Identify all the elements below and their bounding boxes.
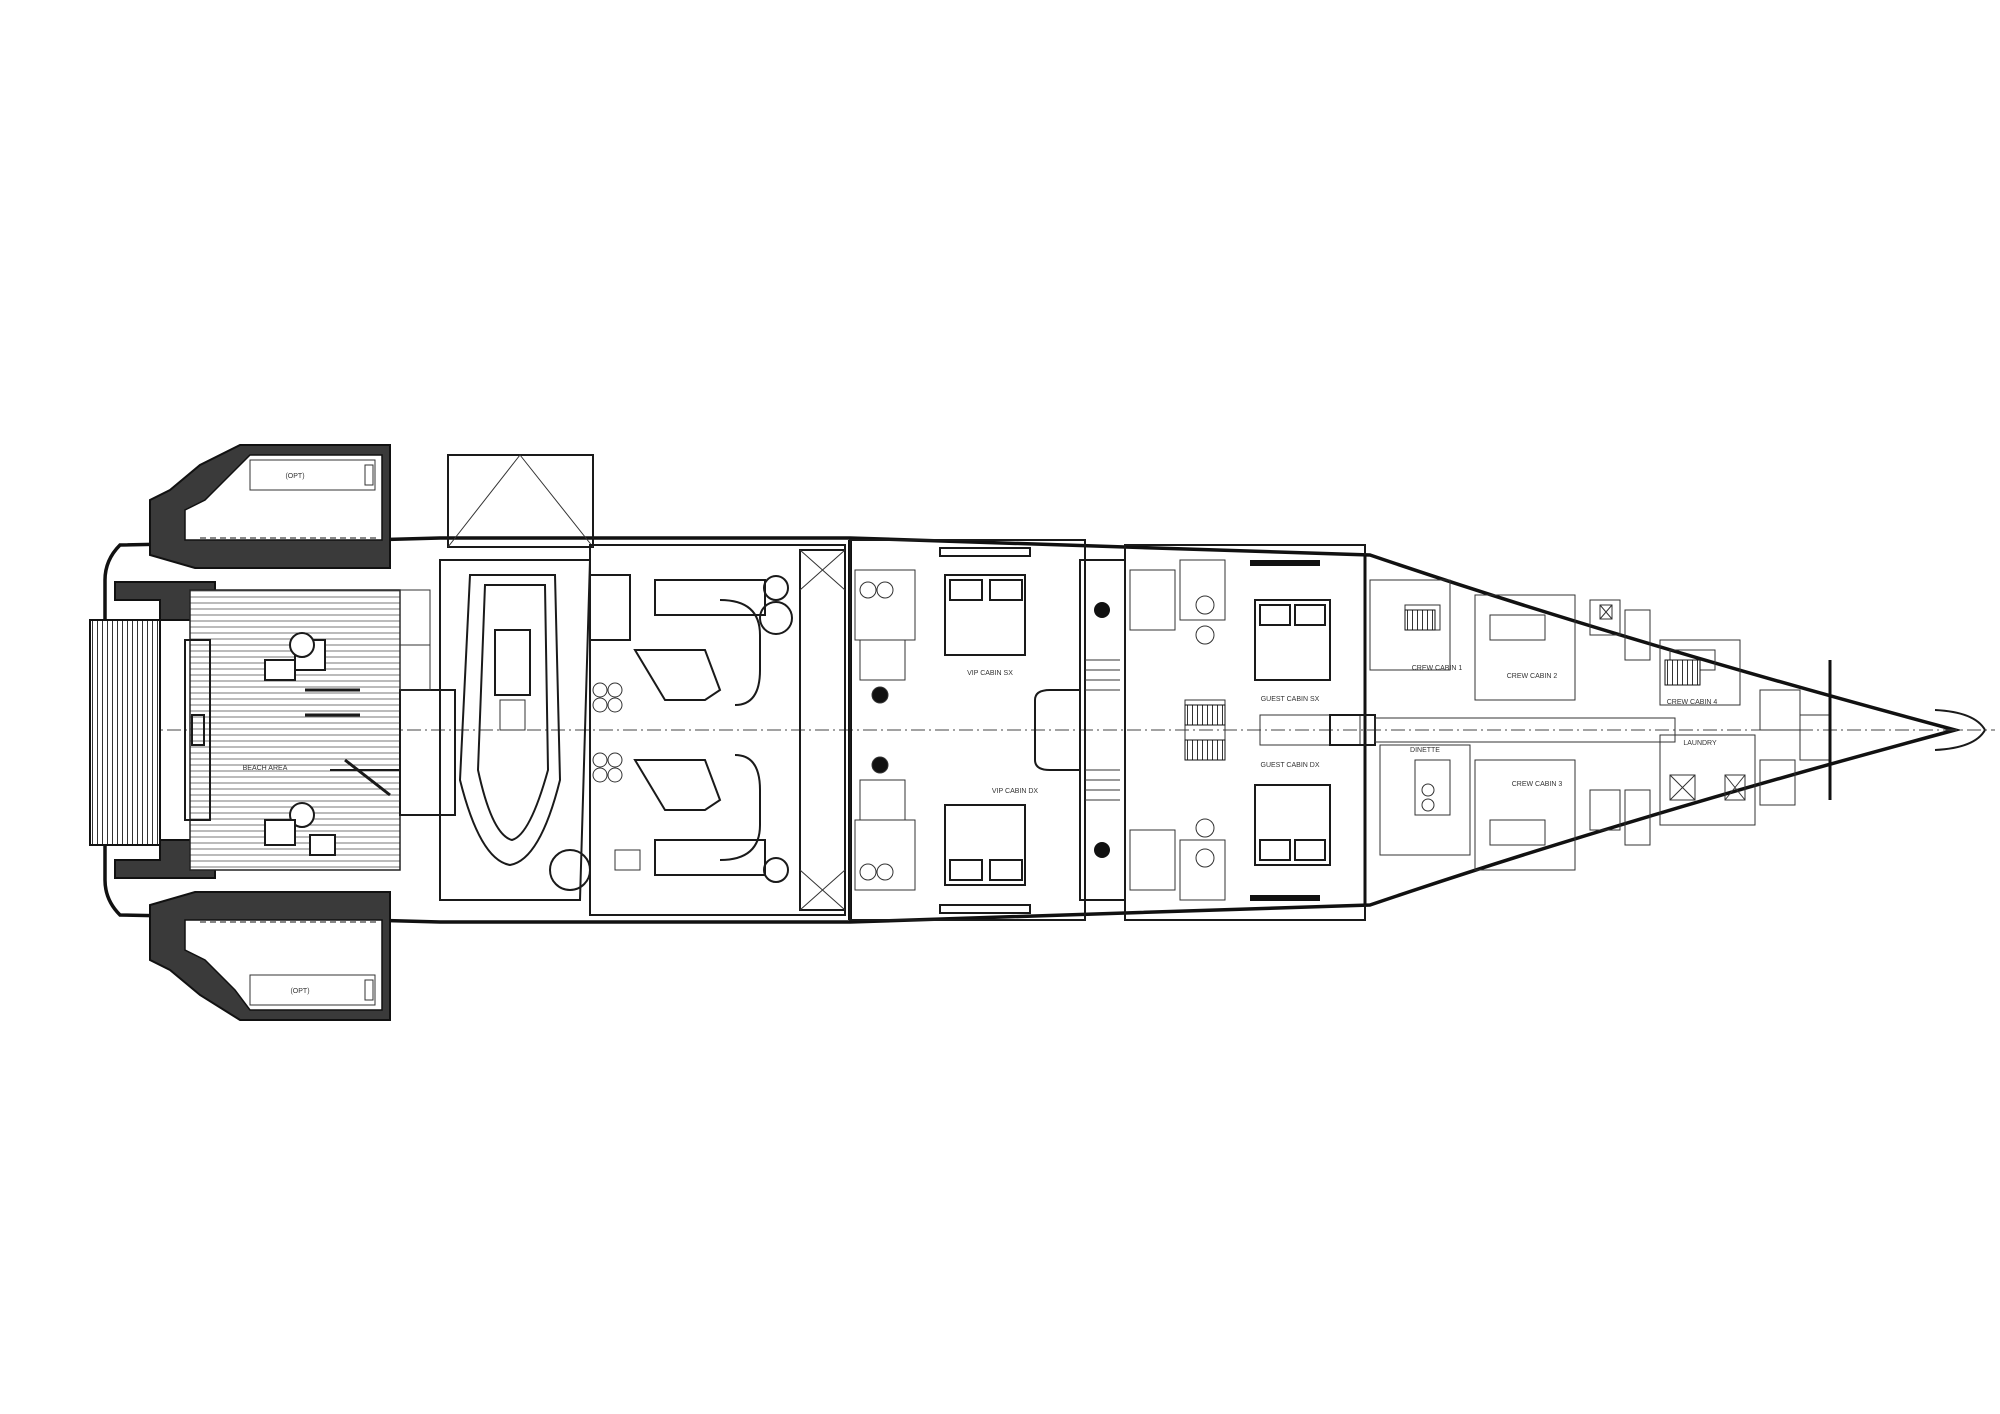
laundry-room (1659, 734, 1756, 826)
gym-equipment (264, 632, 400, 856)
guest-bathrooms (1129, 559, 1226, 901)
crew-cabin-1-label: CREW CABIN 1 (1412, 665, 1463, 672)
vip-bed-dx (944, 804, 1026, 886)
opt-label-top: (OPT) (285, 473, 304, 480)
dinette-label: DINETTE (1410, 747, 1440, 754)
opt-label-bottom: (OPT) (290, 988, 309, 995)
guest-wardrobe-top (1250, 560, 1320, 566)
dinette-area (1379, 744, 1471, 856)
guest-wardrobe-bottom (1250, 895, 1320, 901)
tender-console (494, 629, 531, 696)
lobby-stair-treads (1085, 659, 1120, 801)
beach-stair-core (399, 689, 456, 816)
hull-outline (103, 536, 1962, 924)
garage-ramp (439, 559, 592, 901)
crew-cabin-3-label: CREW CABIN 3 (1512, 781, 1563, 788)
crew-cabin-2-label: CREW CABIN 2 (1507, 673, 1558, 680)
tender-seat (499, 699, 526, 731)
crew-cabin-3 (1474, 759, 1576, 871)
guest-cabin-dx-label: GUEST CABIN DX (1261, 762, 1320, 769)
tank-room-cross-top (799, 549, 846, 591)
sunpad-top-pillow (364, 464, 374, 486)
tender-inner (476, 584, 550, 842)
sunpad-bottom-pillow (364, 979, 374, 1001)
guest-cabin-sx-label: GUEST CABIN SX (1261, 696, 1320, 703)
crew-wardrobe-hatching-2 (1664, 659, 1701, 686)
beach-locker-2 (399, 644, 431, 691)
lobby-column-bottom (1094, 842, 1110, 858)
bar-counter (184, 639, 211, 821)
lobby-column-top (1094, 602, 1110, 618)
tender-hull (458, 574, 562, 867)
sunpad-top (249, 459, 376, 491)
swim-platform (89, 619, 161, 846)
guest-wardrobe-hatching (1184, 704, 1226, 726)
generators (592, 682, 641, 871)
engine-port (589, 574, 793, 706)
garage-hatch-cross (447, 454, 594, 548)
crew-corridor (1374, 717, 1676, 743)
guest-wardrobe-hatching-2 (1184, 739, 1226, 761)
vip-bathroom-port (854, 569, 916, 704)
vip-wardrobe-top (939, 547, 1031, 557)
bar-sink (191, 714, 205, 746)
fold-out-terrace-bottom-inner (184, 919, 383, 1011)
guest-corridor (1259, 714, 1361, 746)
crew-heads (1589, 599, 1651, 846)
vip-wardrobe-bottom (939, 904, 1031, 914)
vip-zone (849, 539, 1086, 921)
crew-cabin-4-label: CREW CABIN 4 (1667, 699, 1718, 706)
guest-bed-sx (1254, 599, 1331, 681)
sunpad-bottom (249, 974, 376, 1006)
engine-starboard (549, 754, 789, 891)
crew-wardrobe-hatching-1 (1404, 609, 1436, 631)
garage-hatch-box (447, 454, 594, 548)
vip-cabin-dx-label: VIP CABIN DX (992, 788, 1038, 795)
vip-bed-sx (944, 574, 1026, 656)
guest-bed-dx (1254, 784, 1331, 866)
vip-cabin-sx-label: VIP CABIN SX (967, 670, 1013, 677)
tank-room-cross-bottom (799, 869, 846, 911)
crew-cabin-2 (1474, 594, 1576, 701)
beach-area-label: BEACH AREA (243, 765, 288, 772)
fold-out-terrace-top-inner (184, 454, 383, 541)
laundry-label: LAUNDRY (1683, 740, 1717, 747)
vip-bathroom-starboard (854, 756, 916, 891)
bow-storage (1759, 689, 1831, 806)
tank-room (799, 549, 846, 911)
beach-locker (399, 589, 431, 646)
